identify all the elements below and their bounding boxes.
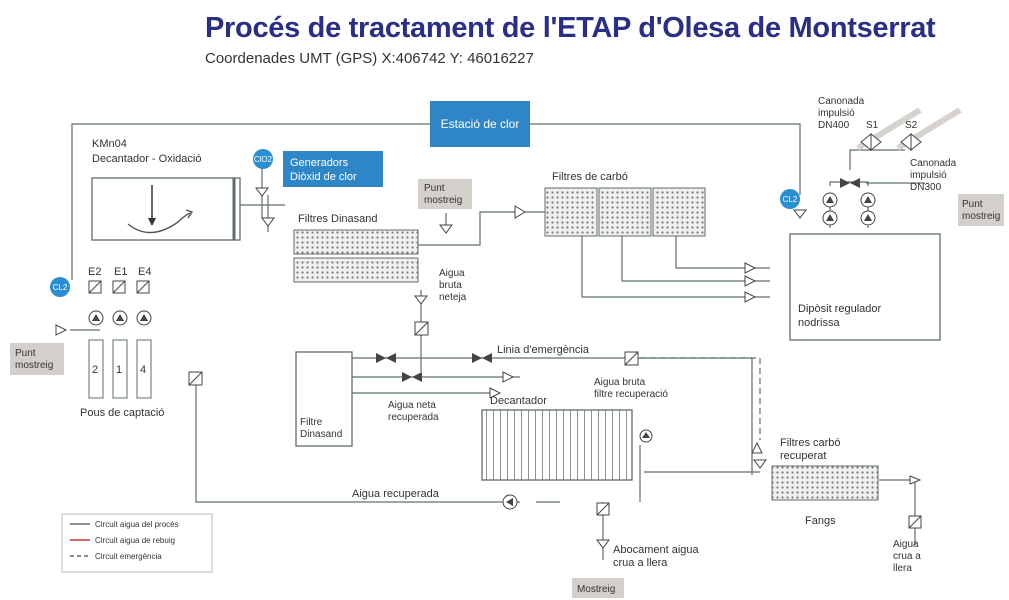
diposit-label-1: Dipòsit regulador [798,303,881,315]
filtres-carbo-units [544,187,706,237]
punt-mostreig-top-label-1: Punt [424,183,445,194]
aigua-crua-label-3: llera [893,563,912,574]
well-e1-label: E1 [114,266,127,278]
canonada-400-label-1: Canonada [818,96,865,107]
mixer-arc [127,212,191,234]
aigua-neta-label-1: Aigua neta [388,400,436,411]
flow-arrows [55,187,922,549]
decantador-label: Decantador [490,395,547,407]
decantador-oxidacio-label: Decantador - Oxidació [92,153,201,165]
decantador-tank [481,409,633,481]
llera-meter-icon [908,515,922,529]
pump-icon-2 [860,192,876,226]
filtres-carbo-rec-label-1: Filtres carbó [780,437,841,449]
kmno4-label: KMn04 [92,138,127,150]
punt-mostreig-left [10,343,64,375]
canonada-300-label-2: impulsió [910,170,947,181]
punt-mostreig-right-label-2: mostreig [962,211,1000,222]
generadors-label-2: Diòxid de clor [290,171,357,183]
line-valves [376,353,492,382]
estacio-clor-box [430,101,530,147]
linia-emergencia-label: Linia d'emergència [497,344,590,356]
diposit-label-2: nodrissa [798,317,840,329]
filtres-carbo-rec-label-2: recuperat [780,450,826,462]
cl2-badge-deposit-label: CL2 [783,195,798,204]
aigua-bruta-filtre-label-1: Aigua bruta [594,377,646,388]
emergency-line [640,357,761,440]
s1-valve-icon [860,132,882,152]
page-title: Procés de tractament de l'ETAP d'Olesa d… [205,12,936,44]
punt-mostreig-right-label-1: Punt [962,199,983,210]
well-pump-icons [88,310,152,326]
aigua-bruta-label-3: neteja [439,292,467,303]
well-e2-label: E2 [88,266,101,278]
abocament-label-1: Abocament aigua [613,544,699,556]
cl2-badge-left [50,277,70,297]
s2-label: S2 [905,120,918,131]
aigua-bruta-label-1: Aigua [439,268,465,279]
mostreig-bottom [572,578,624,598]
abocament-label-2: crua a llera [613,557,668,569]
wells-tubes [88,339,152,399]
punt-mostreig-left-label-1: Punt [15,348,36,359]
filtre-dinasand-tank [295,351,353,447]
filtre-carbo-recuperat [771,465,879,501]
fangs-label: Fangs [805,515,836,527]
generadors-box [283,151,383,187]
legend-rebuig: Circuit aigua de rebuig [95,536,175,545]
gps-coordinates: Coordenades UMT (GPS) X:406742 Y: 460162… [205,50,534,67]
recovery-meter-icon [188,371,203,386]
decantador-pump-icon [639,429,653,443]
canonada-300-label-1: Canonada [910,158,957,169]
cl2-badge-left-label: CL2 [53,283,68,292]
diposit-regulador-tank [789,233,941,341]
punt-mostreig-right [958,194,1004,226]
clo2-badge [253,149,273,169]
cl2-badge-deposit [780,189,800,209]
clo2-badge-label: ClO2 [254,155,273,164]
pump-icon-1 [822,192,838,226]
canonada-400-label-3: DN400 [818,120,850,131]
well-meter-icons [88,280,150,294]
filtre-dinasand-label-2: Dinasand [300,429,342,440]
canonada-300-label-3: DN300 [910,182,942,193]
pous-captacio-label: Pous de captació [80,407,164,419]
emergency-meter-icon [624,351,639,366]
aigua-crua-label-2: crua a [893,551,921,562]
filtres-dinasand-unit [293,229,419,283]
aigua-recuperada-label: Aigua recuperada [352,488,440,500]
aigua-neta-label-2: recuperada [388,412,439,423]
outflow-meter-icon [596,502,610,516]
s2-valve-icon [900,132,922,152]
bridge-valve-icon [840,178,860,188]
punt-mostreig-left-label-2: mostreig [15,360,53,371]
filtre-dinasand-label-1: Filtre [300,417,323,428]
legend-proces: Circuit aigua del procés [95,520,179,529]
canonada-400-label-2: impulsió [818,108,855,119]
recovery-pump-icon [502,494,518,510]
aigua-bruta-label-2: bruta [439,280,462,291]
punt-mostreig-top [418,179,472,209]
decantador-oxidacio-tank [91,177,241,241]
mostreig-bottom-label: Mostreig [577,584,615,595]
legend-emergencia: Circuit emergència [95,552,162,561]
filtres-dinasand-label: Filtres Dinasand [298,213,377,225]
pou-2-label: 2 [92,364,98,376]
punt-mostreig-top-label-2: mostreig [424,195,462,206]
pou-4-label: 4 [140,364,146,376]
aigua-crua-label-1: Aigua [893,539,919,550]
aigua-bruta-filtre-label-2: filtre recuperació [594,389,668,400]
filtres-carbo-label: Filtres de carbó [552,171,628,183]
pou-1-label: 1 [116,364,122,376]
s1-label: S1 [866,120,879,131]
well-e4-label: E4 [138,266,151,278]
dinasand-meter-icon [414,321,429,336]
estacio-clor-label: Estació de clor [441,117,520,131]
generadors-label-1: Generadors [290,157,349,169]
